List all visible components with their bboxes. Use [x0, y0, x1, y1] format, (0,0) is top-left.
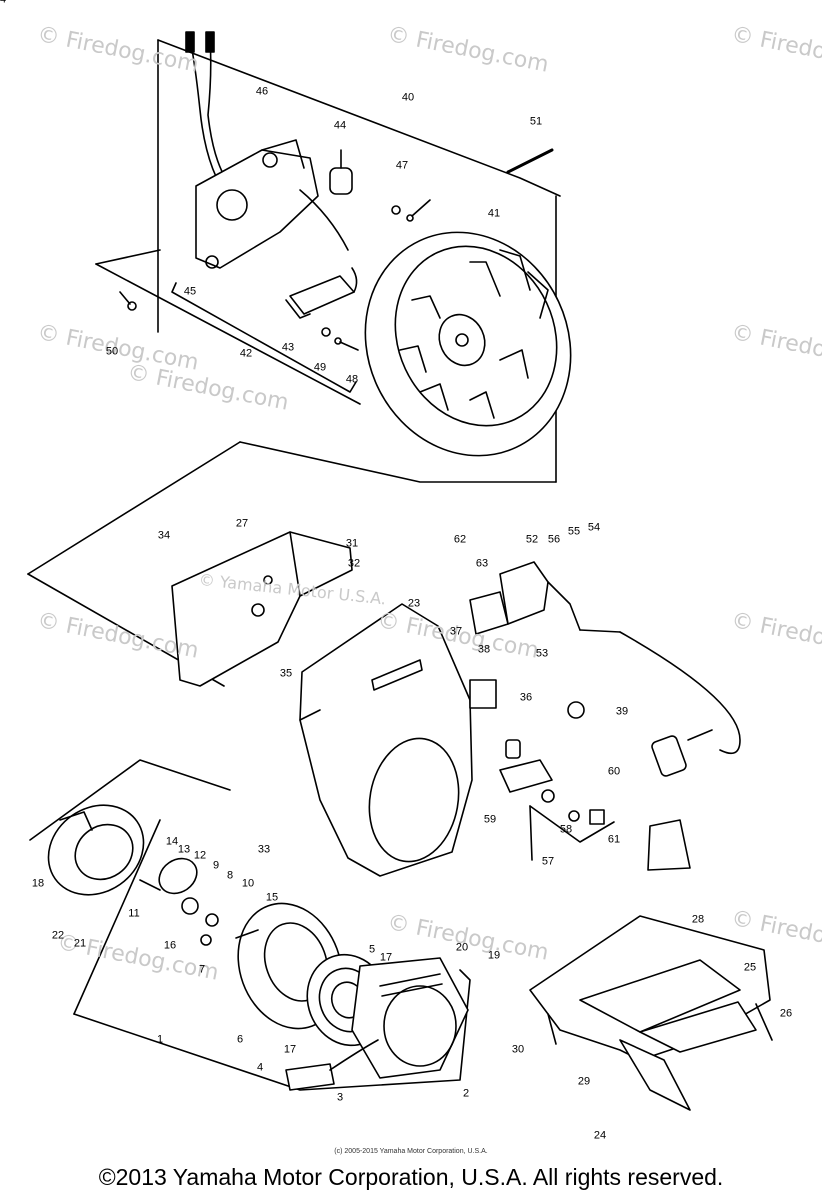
- part-number-label: 10: [241, 877, 255, 890]
- part-number-label: 62: [453, 533, 467, 546]
- part-number-label: 4: [256, 1061, 264, 1074]
- condenser-44: [329, 149, 353, 195]
- coil-group-outline: [171, 282, 357, 393]
- starter-group-outline: [29, 759, 231, 841]
- part-number-label: 56: [547, 533, 561, 546]
- screws-group: [119, 199, 431, 351]
- part-number-label: 36: [519, 691, 533, 704]
- ignition-coil-43: [285, 267, 358, 319]
- part-number-label: 24: [593, 1129, 607, 1142]
- part-number-label: 21: [73, 937, 87, 950]
- part-number-label: 54: [587, 521, 601, 534]
- flywheel-41: [364, 231, 572, 457]
- part-number-label: 30: [511, 1043, 525, 1056]
- part-number-label: 47: [395, 159, 409, 172]
- part-number-label: 27: [235, 517, 249, 530]
- spark-plug-52: [506, 148, 554, 174]
- fan-housing-23: [299, 603, 473, 877]
- part-number-label: 26: [779, 1007, 793, 1020]
- ignition-module-53: [469, 561, 741, 755]
- part-number-label: 18: [31, 877, 45, 890]
- ratchet-parts: [139, 857, 219, 946]
- part-number-label: 8: [226, 869, 234, 882]
- part-number-label: 46: [255, 85, 269, 98]
- part-number-label: 37: [449, 625, 463, 638]
- stator-plate-45: [195, 139, 349, 269]
- part-number-label: 59: [483, 813, 497, 826]
- plug-boot-62: [647, 819, 691, 871]
- part-number-label: 40: [401, 91, 415, 104]
- part-number-label: 6: [236, 1033, 244, 1046]
- part-number-label: 55: [567, 525, 581, 538]
- starter-pulley-18: [47, 804, 145, 896]
- small-credit-text: (c) 2005-2015 Yamaha Motor Corporation, …: [334, 1148, 488, 1155]
- part-number-label: 11: [128, 907, 140, 920]
- part-number-label: 50: [105, 345, 119, 358]
- starter-handle-4: [285, 1039, 379, 1091]
- plug-cap-61: [651, 729, 713, 777]
- part-number-label: 17: [283, 1043, 297, 1056]
- part-number-label: 20: [455, 941, 469, 954]
- part-number-label: 3: [336, 1091, 344, 1104]
- part-number-label: 44: [333, 119, 347, 132]
- part-number-label: 15: [265, 891, 279, 904]
- starter-group-bracket: [73, 969, 471, 1091]
- part-number-label: 7: [198, 963, 206, 976]
- part-number-label: 58: [559, 823, 573, 836]
- part-number-label: 23: [407, 597, 421, 610]
- part-number-label: 12: [193, 849, 207, 862]
- part-number-label: 43: [281, 341, 295, 354]
- part-number-label: 28: [691, 913, 705, 926]
- part-number-label: 13: [177, 843, 191, 856]
- part-number-label: 45: [183, 285, 197, 298]
- part-number-label: 48: [345, 373, 359, 386]
- part-number-label: 42: [239, 347, 253, 360]
- part-number-label: 51: [529, 115, 543, 128]
- part-number-label: 9: [212, 859, 220, 872]
- part-number-label: 31: [345, 537, 359, 550]
- part-number-label: 34: [157, 529, 171, 542]
- part-number-label: 16: [163, 939, 177, 952]
- part-number-label: 60: [607, 765, 621, 778]
- part-number-label: 1: [156, 1033, 164, 1046]
- part-number-label: 25: [743, 961, 757, 974]
- starter-cover-2: [306, 953, 469, 1079]
- part-number-label: 5: [368, 943, 376, 956]
- part-number-label: 49: [313, 361, 327, 374]
- part-number-label: 14: [165, 835, 179, 848]
- housing-hardware: [469, 679, 615, 861]
- part-number-label: 17: [379, 951, 393, 964]
- part-number-label: 2: [462, 1087, 470, 1100]
- part-number-label: 38: [477, 643, 491, 656]
- part-number-label: 39: [615, 705, 629, 718]
- part-number-label: 61: [607, 833, 621, 846]
- copyright-text: ©2013 Yamaha Motor Corporation, U.S.A. A…: [98, 1164, 724, 1190]
- starter-group-left: [73, 819, 161, 1015]
- part-number-label: 53: [535, 647, 549, 660]
- part-number-label: 35: [279, 667, 293, 680]
- part-number-label: 41: [487, 207, 501, 220]
- housing-group-outline: [27, 441, 241, 575]
- part-number-label: 33: [257, 843, 271, 856]
- part-number-label: 22: [51, 929, 65, 942]
- part-number-label: 32: [347, 557, 361, 570]
- part-number-label: 19: [487, 949, 501, 962]
- air-baffle-27: [171, 531, 353, 687]
- part-number-label: 57: [541, 855, 555, 868]
- part-number-label: 63: [475, 557, 489, 570]
- part-number-label: 29: [577, 1075, 591, 1088]
- part-number-label: 64: [0, 0, 6, 6]
- part-number-label: 52: [525, 533, 539, 546]
- shroud-24: [529, 915, 773, 1111]
